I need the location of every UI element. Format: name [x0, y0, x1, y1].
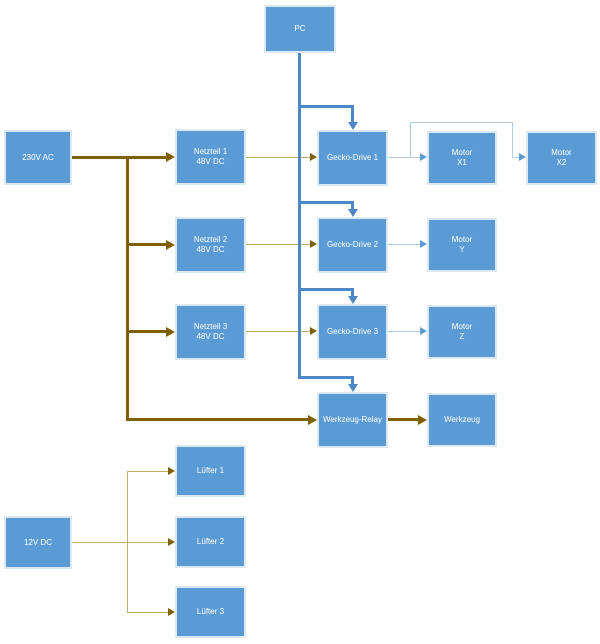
line-segment [351, 105, 354, 123]
node-sublabel: X2 [556, 158, 567, 167]
line-segment [351, 376, 354, 385]
node-werkzeug-relay[interactable]: Werkzeug-Relay [317, 392, 388, 448]
line-segment [512, 122, 513, 158]
arrowhead-icon [418, 415, 427, 425]
arrowhead-icon [310, 240, 317, 248]
node-label: Lüfter 1 [196, 466, 225, 475]
line-segment [246, 244, 310, 245]
node-label: 12V DC [23, 537, 52, 547]
node-label: Motor [451, 322, 473, 331]
line-segment [298, 105, 354, 108]
line-segment [410, 122, 411, 157]
arrowhead-icon [420, 240, 427, 248]
line-segment [126, 418, 308, 421]
arrowhead-icon [348, 296, 358, 304]
arrowhead-icon [348, 209, 358, 217]
node-gecko-drive-2[interactable]: Gecko-Drive 2 [317, 217, 388, 273]
node-label: Werkzeug-Relay [323, 415, 382, 424]
arrowhead-icon [166, 152, 175, 162]
node-label: Motor [551, 148, 572, 157]
node-sublabel: Y [459, 245, 465, 254]
node-label: Netzteil 1 [193, 147, 228, 156]
line-segment [351, 201, 354, 210]
line-segment [246, 157, 310, 158]
node-sublabel: 48V DC [196, 332, 225, 341]
arrowhead-icon [310, 153, 317, 161]
arrowhead-icon [168, 608, 175, 616]
arrowhead-icon [166, 327, 175, 337]
node-label: Motor [451, 148, 473, 157]
arrowhead-icon [420, 327, 427, 335]
line-segment [127, 612, 168, 613]
node-label: Lüfter 3 [196, 607, 225, 616]
line-segment [72, 156, 166, 159]
node-12v-dc[interactable]: 12V DC [4, 516, 72, 569]
node-netzteil-3[interactable]: Netzteil 3 48V DC [175, 304, 246, 360]
node-motor-z[interactable]: Motor Z [427, 305, 497, 359]
node-gecko-drive-1[interactable]: Gecko-Drive 1 [317, 130, 388, 186]
line-segment [127, 471, 128, 613]
line-segment [512, 157, 519, 158]
line-segment [126, 156, 129, 421]
node-label: Gecko-Drive 3 [326, 327, 379, 336]
node-sublabel: Z [459, 332, 465, 341]
line-segment [298, 288, 354, 291]
node-motor-y[interactable]: Motor Y [427, 218, 497, 272]
line-segment [388, 331, 420, 332]
node-gecko-drive-3[interactable]: Gecko-Drive 3 [317, 304, 388, 360]
node-label: Lüfter 2 [196, 537, 225, 546]
line-segment [298, 53, 301, 379]
line-segment [388, 418, 418, 421]
arrowhead-icon [348, 122, 358, 130]
arrowhead-icon [168, 538, 175, 546]
node-label: Netzteil 3 [193, 322, 228, 331]
node-label: Gecko-Drive 1 [326, 153, 379, 162]
node-netzteil-2[interactable]: Netzteil 2 48V DC [175, 217, 246, 273]
line-segment [126, 330, 166, 333]
arrowhead-icon [348, 384, 358, 392]
arrowhead-icon [420, 153, 427, 161]
node-motor-x1[interactable]: Motor X1 [427, 131, 497, 185]
line-segment [127, 471, 168, 472]
node-label: Motor [451, 235, 473, 244]
node-netzteil-1[interactable]: Netzteil 1 48V DC [175, 129, 246, 185]
arrowhead-icon [310, 327, 317, 335]
node-sublabel: X1 [457, 158, 467, 167]
arrowhead-icon [519, 153, 526, 161]
node-label: Gecko-Drive 2 [326, 240, 379, 249]
line-segment [298, 376, 354, 379]
node-label: PC [294, 24, 306, 33]
node-werkzeug[interactable]: Werkzeug [427, 393, 497, 447]
line-segment [126, 243, 166, 246]
node-sublabel: 48V DC [196, 245, 225, 254]
node-label: 230V AC [22, 152, 54, 162]
arrowhead-icon [308, 415, 317, 425]
node-luefter-3[interactable]: Lüfter 3 [175, 586, 246, 638]
arrowhead-icon [168, 467, 175, 475]
line-segment [246, 331, 310, 332]
arrowhead-icon [166, 240, 175, 250]
line-segment [388, 157, 420, 158]
line-segment [410, 122, 513, 123]
node-230v-ac[interactable]: 230V AC [4, 130, 72, 185]
line-segment [351, 288, 354, 297]
node-motor-x2[interactable]: Motor X2 [526, 131, 597, 185]
line-segment [72, 542, 168, 543]
node-label: Werkzeug [444, 415, 480, 424]
line-segment [298, 201, 354, 204]
node-luefter-2[interactable]: Lüfter 2 [175, 516, 246, 568]
node-pc[interactable]: PC [264, 5, 336, 53]
line-segment [388, 244, 420, 245]
node-luefter-1[interactable]: Lüfter 1 [175, 445, 246, 497]
node-label: Netzteil 2 [193, 235, 228, 244]
node-sublabel: 48V DC [196, 157, 225, 166]
